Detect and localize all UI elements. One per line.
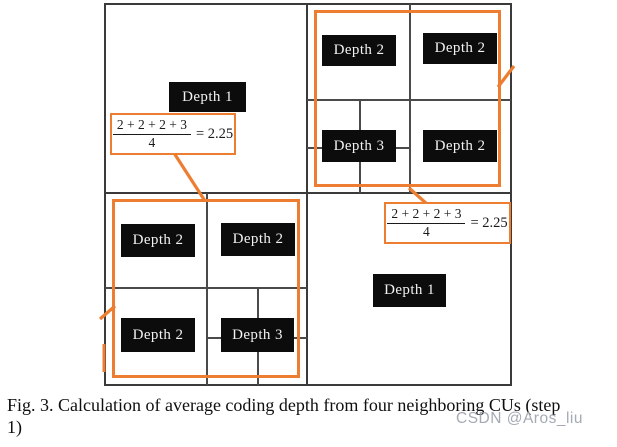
figure-caption: Fig. 3. Calculation of average coding de… [7,395,561,437]
cu-depth-label-bottomleft-3: Depth 2 [121,318,195,352]
fraction-result: = 2.25 [195,125,234,142]
leader-left-formula-to-block [172,152,207,202]
fraction: 2 + 2 + 2 + 3 4 [112,118,191,150]
cu-depth-label-topright-4: Depth 2 [423,130,497,162]
cu-depth-label-bottomright: Depth 1 [373,274,446,307]
cu-depth-label-topright-3: Depth 3 [322,130,396,162]
cu-depth-label-bottomleft-1: Depth 2 [121,224,195,257]
cu-depth-label-topleft: Depth 1 [169,82,246,112]
fraction-denominator: 4 [423,223,430,239]
cu-depth-label-topright-2: Depth 2 [423,33,497,64]
tick-right-border [496,65,516,88]
leader-right-block-to-formula [407,186,429,206]
cu-depth-label-bottomleft-4: Depth 3 [221,318,294,352]
fraction-numerator: 2 + 2 + 2 + 3 [387,207,466,224]
grid-line-main-vertical [306,4,308,385]
grid-line-bottomleft-vertical [206,193,208,385]
csdn-watermark: CSDN @Aros_liu [456,410,583,427]
average-depth-formula-left: 2 + 2 + 2 + 3 4 = 2.25 [110,113,236,155]
grid-line-topright-horizontal [307,99,511,101]
cu-depth-label-bottomleft-2: Depth 2 [221,223,295,256]
average-depth-formula-right: 2 + 2 + 2 + 3 4 = 2.25 [384,202,511,244]
tick-left-border-diagonal [98,304,117,321]
grid-line-main-horizontal [105,192,511,194]
fraction-numerator: 2 + 2 + 2 + 3 [112,118,191,135]
grid-line-topright-vertical [409,4,411,193]
fraction: 2 + 2 + 2 + 3 4 [387,207,466,239]
ctu-outer-border [104,3,512,386]
cu-depth-label-topright-1: Depth 2 [322,35,396,66]
grid-line-bottomleft-horizontal [105,287,307,289]
fraction-result: = 2.25 [470,214,508,231]
highlight-rect-bottom-left [112,199,300,378]
highlight-rect-top-right [314,10,501,187]
fraction-denominator: 4 [148,134,156,150]
